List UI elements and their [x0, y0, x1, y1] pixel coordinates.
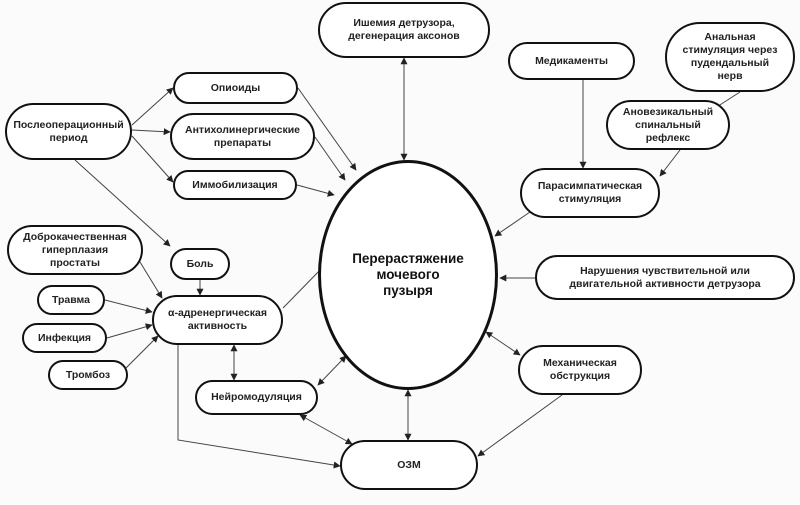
node-label: рефлекс	[645, 131, 691, 144]
node-label: Анальная	[704, 31, 756, 43]
node-label: Медикаменты	[535, 54, 608, 67]
node-label: Тромбоз	[65, 368, 111, 381]
node-opioids: Опиоиды	[173, 72, 298, 104]
node-label: мочевого	[376, 267, 440, 282]
node-label: Доброкачественная	[23, 230, 127, 243]
arrow-bph-to-alpha	[139, 261, 163, 299]
arrow-postop-to-anticholinergic	[131, 128, 171, 136]
node-neuromodulation: Нейромодуляция	[195, 380, 318, 415]
node-thrombosis: Тромбоз	[48, 360, 128, 390]
node-medications: Медикаменты	[508, 42, 635, 80]
node-label: спинальный	[635, 118, 701, 131]
node-label: простаты	[50, 256, 100, 269]
arrow-obstruction-center	[485, 331, 521, 356]
node-label: стимуляция через	[682, 44, 778, 56]
arrow-thrombosis-to-alpha	[125, 335, 159, 369]
node-label: двигательной активности детрузора	[569, 277, 761, 290]
arrow-parasympathetic-to-center	[494, 211, 531, 237]
arrow-anovesical-to-parasympathetic	[659, 149, 681, 177]
node-label: Механическая	[543, 357, 617, 369]
arrow-neuromodulation-center	[317, 355, 347, 386]
arrow-neuromodulation-ozm	[299, 414, 353, 445]
node-label: Перерастяжение	[352, 251, 464, 266]
node-infection: Инфекция	[22, 323, 107, 353]
node-label: Опиоиды	[210, 81, 261, 94]
node-label: Нейромодуляция	[211, 391, 302, 403]
arrow-infection-to-alpha	[106, 323, 153, 339]
arrow-immobilization-to-center	[296, 184, 335, 197]
node-ozm: ОЗМ	[340, 440, 478, 490]
node-label: Боль	[186, 257, 214, 270]
node-label: ОЗМ	[397, 458, 421, 471]
node-label: стимуляция	[558, 193, 622, 205]
node-label: обструкция	[549, 370, 611, 382]
arrow-alpha-to-ozm	[177, 345, 341, 469]
node-immobilization: Иммобилизация	[173, 170, 297, 200]
node-ischemia: Ишемия детрузора,дегенерация аксонов	[318, 2, 490, 58]
node-trauma: Травма	[37, 285, 105, 315]
node-label: α-адренергическая	[168, 307, 267, 319]
node-label: Иммобилизация	[192, 178, 278, 191]
arrow-postop-to-opioids	[131, 87, 174, 126]
node-label: Парасимпатическая	[537, 180, 643, 192]
node-label: Травма	[51, 293, 91, 306]
node-label: Антихолинергические	[185, 123, 300, 136]
arrow-postop-to-immobilization	[131, 135, 174, 183]
node-label: гиперплазия	[41, 243, 109, 256]
node-label: Ановезикальный	[622, 105, 714, 118]
node-label: Ишемия детрузора,	[353, 17, 455, 29]
node-label: пузыря	[383, 283, 433, 298]
node-label: нерв	[717, 70, 743, 82]
node-label: период	[49, 131, 88, 144]
node-label: дегенерация аксонов	[348, 30, 460, 42]
node-label: препараты	[213, 136, 272, 149]
arrow-anticholinergic-to-center	[314, 136, 346, 181]
node-label: активность	[187, 320, 248, 332]
node-label: Инфекция	[37, 331, 92, 344]
arrow-postop-to-pain	[74, 159, 171, 247]
node-pain: Боль	[170, 248, 230, 280]
arrow-trauma-to-alpha	[104, 299, 153, 314]
arrow-obstruction-to-ozm	[477, 394, 563, 457]
node-label: Нарушения чувствительной или	[580, 264, 750, 277]
arrow-opioids-to-center	[297, 87, 357, 171]
node-label: пудендальный	[690, 57, 770, 69]
node-label: Послеоперационный	[13, 118, 124, 131]
